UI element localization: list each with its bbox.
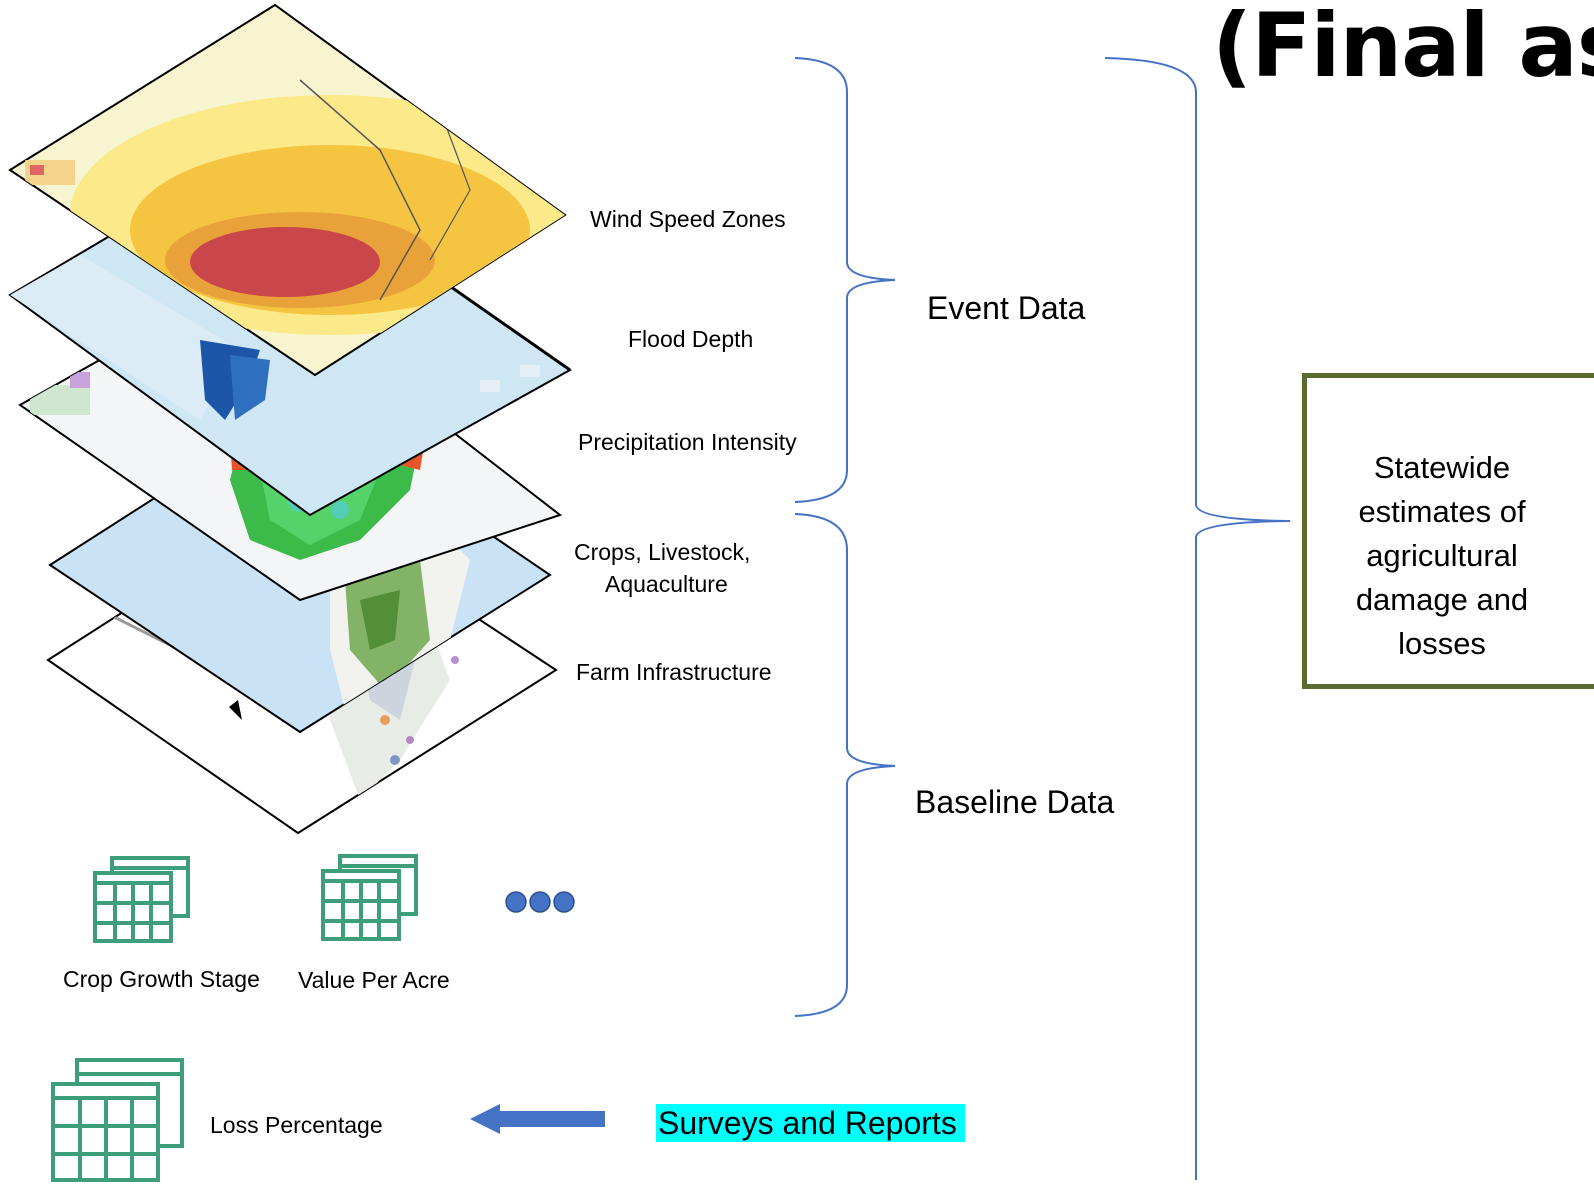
crop-growth-table-icon — [93, 856, 190, 943]
value-per-acre-label: Value Per Acre — [298, 967, 450, 993]
page-title: (Final as — [1212, 0, 1594, 97]
loss-percentage-table-icon — [51, 1058, 184, 1182]
surveys-reports-label: Surveys and Reports — [656, 1104, 965, 1142]
result-box — [1302, 373, 1594, 689]
flood-depth-label: Flood Depth — [628, 326, 754, 352]
value-per-acre-table-icon — [321, 854, 418, 941]
farm-infrastructure-label: Farm Infrastructure — [576, 659, 772, 685]
precipitation-label: Precipitation Intensity — [578, 429, 797, 455]
crops-label-line2: Aquaculture — [605, 571, 728, 597]
crops-label-line1: Crops, Livestock, — [574, 539, 751, 565]
north-arrow-icon — [229, 700, 242, 720]
combined-data-brace — [1104, 57, 1291, 1180]
event-data-label: Event Data — [927, 290, 1086, 326]
wind-speed-label: Wind Speed Zones — [590, 206, 786, 232]
wind-speed-zones-layer — [8, 3, 567, 377]
left-arrow-icon — [470, 1104, 605, 1134]
crop-growth-stage-label: Crop Growth Stage — [63, 966, 260, 992]
event-data-brace — [794, 57, 896, 503]
more-items-dots-icon — [505, 891, 575, 913]
baseline-data-brace — [794, 513, 896, 1017]
loss-percentage-label: Loss Percentage — [210, 1112, 383, 1138]
baseline-data-label: Baseline Data — [915, 784, 1115, 820]
result-text: Statewide estimates of agricultural dama… — [1355, 450, 1529, 661]
